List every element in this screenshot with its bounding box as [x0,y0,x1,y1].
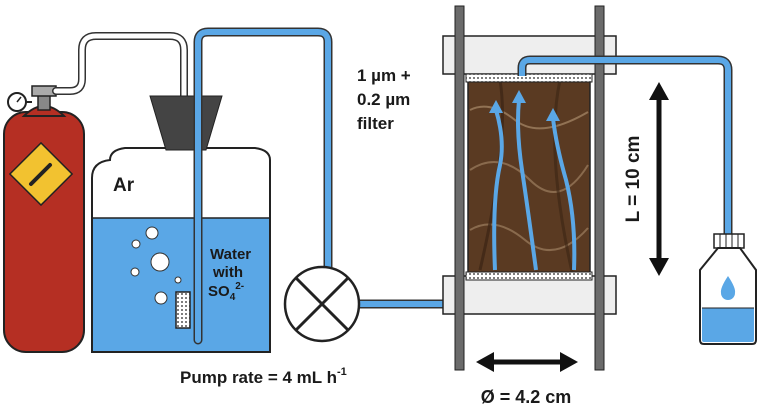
water-label-line2: with [212,264,243,281]
pump [283,265,361,343]
filter-bottom [465,271,593,281]
length-label: L = 10 cm [623,136,644,223]
filter-top [465,73,593,83]
stopper [149,95,223,151]
reservoir-bottle [91,95,271,353]
collection-bottle [699,233,757,345]
pressure-gauge [7,92,32,112]
water-volume [93,218,269,351]
flow-arrow [551,117,577,271]
gas-label: Ar [113,175,135,196]
warning-sign [8,141,74,207]
filter-label-line2: 0.2 µm [357,90,410,109]
sediment-core [467,77,591,277]
pump-rate-label: Pump rate = 4 mL h-1 [180,366,347,387]
flow-arrow [516,99,538,271]
gas-sparger [175,291,191,329]
diameter-arrow [476,352,578,372]
gas-bubbles [130,226,182,305]
droplet-icon [720,276,736,300]
gas-cylinder [3,85,85,353]
diameter-label: Ø = 4.2 cm [481,387,572,407]
flow-arrow [492,109,504,271]
length-arrow [649,82,669,276]
filter-label-line1: 1 µm + [357,66,411,85]
flow-arrowheads [489,90,560,121]
filter-label-line3: filter [357,114,394,133]
flow-arrows [492,99,577,271]
rod-left [454,5,465,371]
water-label-line1: Water [210,246,251,263]
sulfate-label: SO42- [208,281,244,303]
rod-right [594,5,605,371]
